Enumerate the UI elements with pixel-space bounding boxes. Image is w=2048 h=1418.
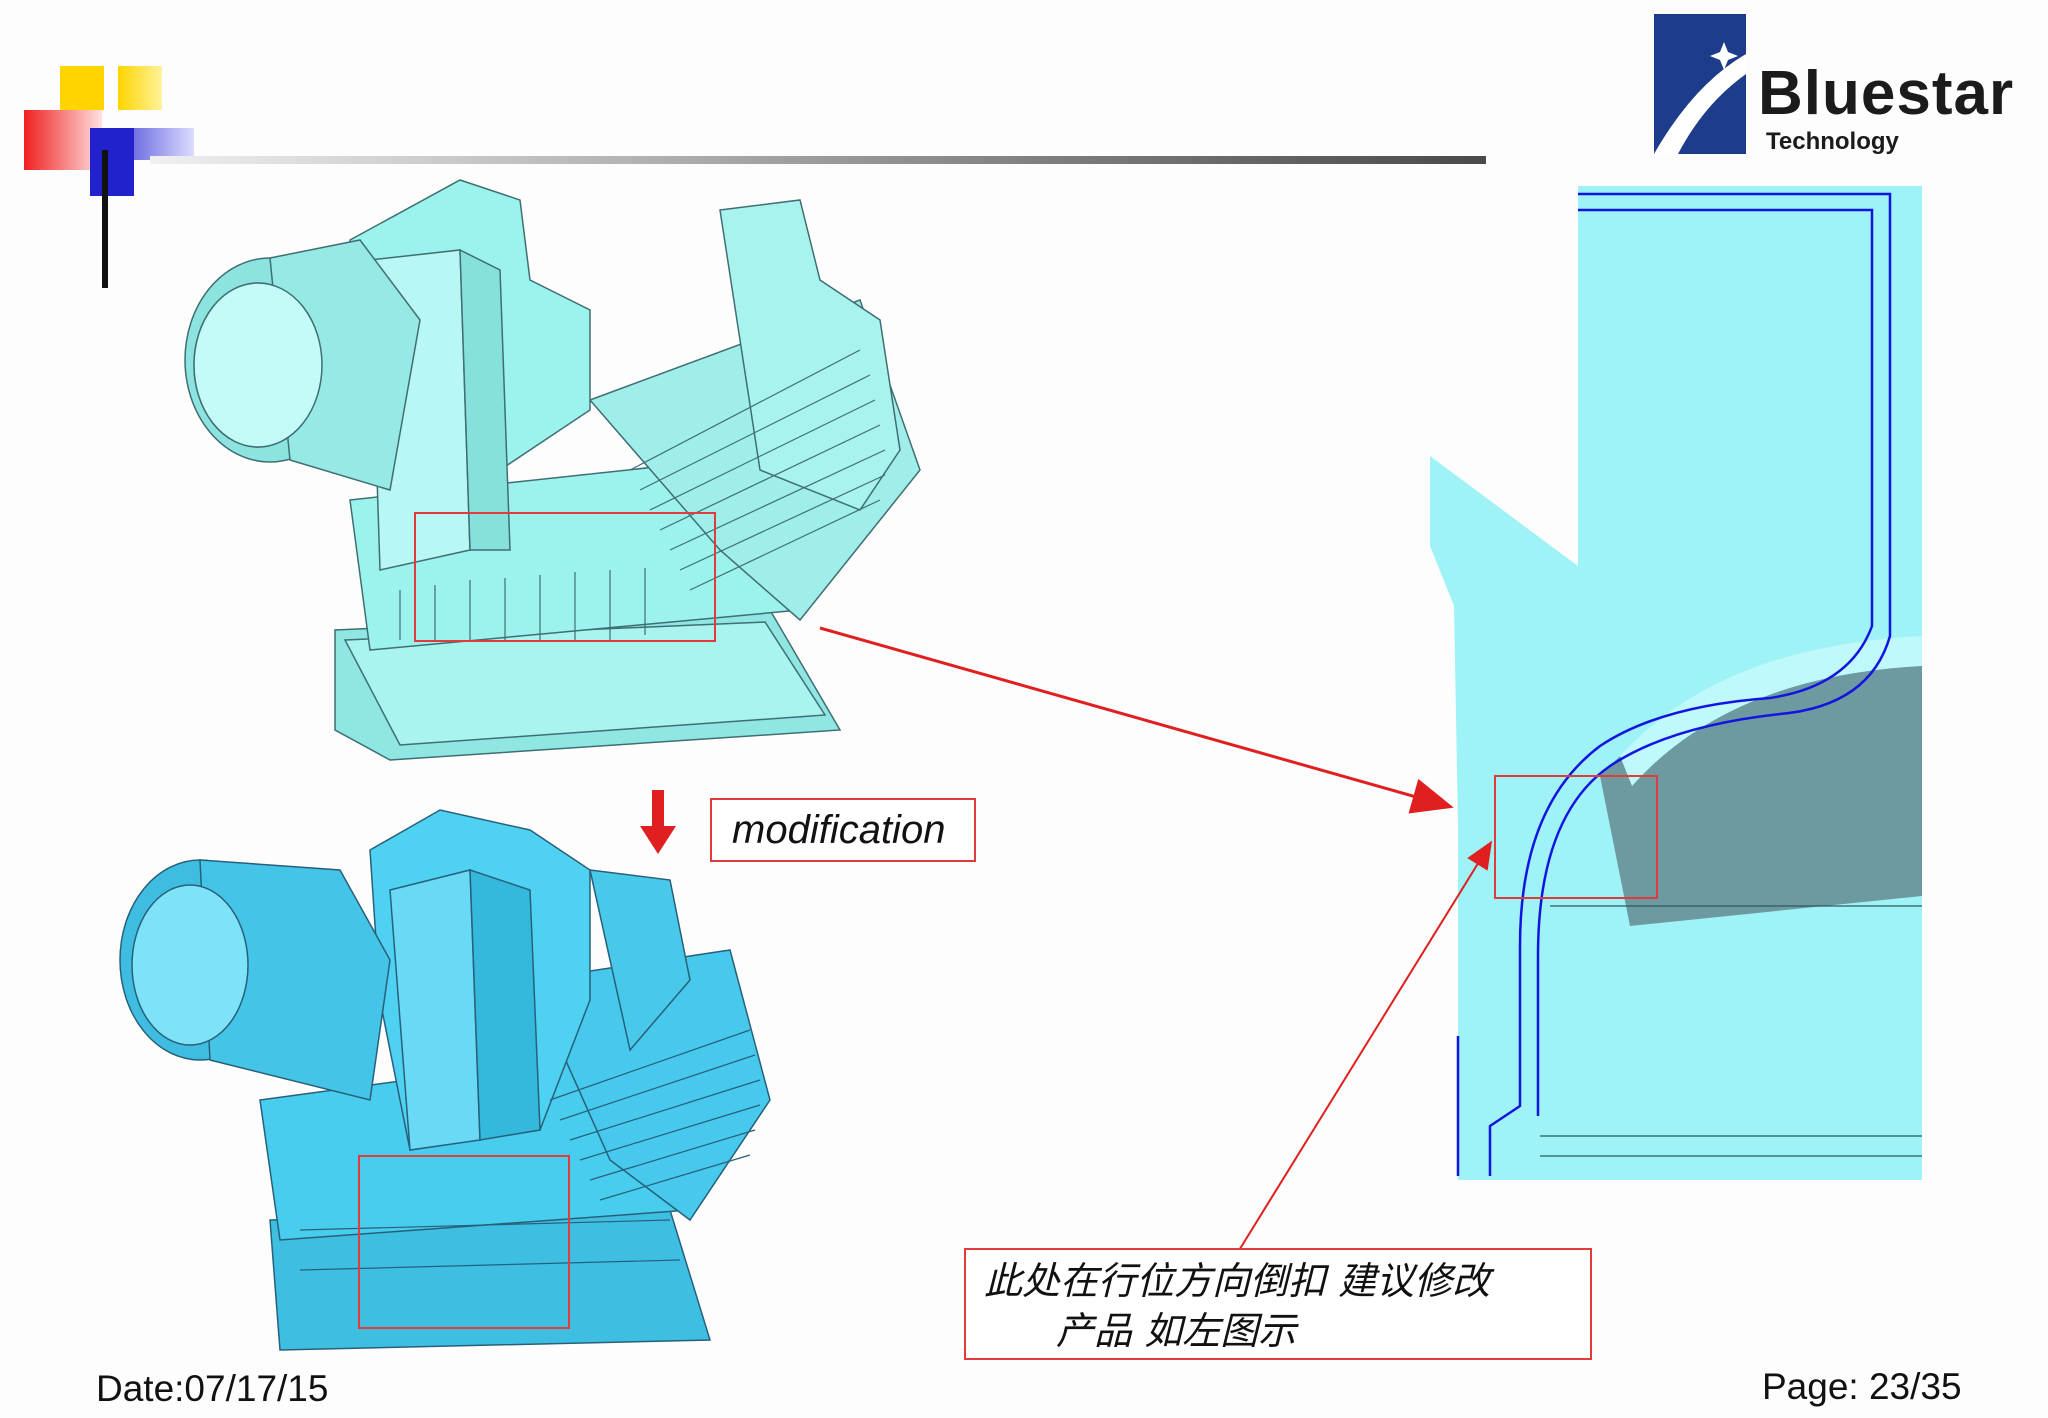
bluestar-logo: Bluestar Technology [1650, 14, 2048, 155]
modification-label: modification [732, 808, 946, 852]
footer-date: Date:07/17/15 [96, 1368, 329, 1409]
highlight-box-after [358, 1155, 570, 1329]
section-view-image [1370, 186, 1922, 1180]
part-before-image [160, 170, 950, 770]
header-rule [150, 156, 1486, 164]
footer-page: Page: 23/35 [1762, 1366, 1962, 1407]
note-line-1: 此处在行位方向倒扣 建议修改 [984, 1259, 1491, 1303]
modification-label-box: modification [710, 798, 976, 862]
note-callout: 此处在行位方向倒扣 建议修改 产品 如左图示 [964, 1248, 1592, 1360]
highlight-box-before [414, 512, 716, 642]
header-decoration [0, 0, 220, 300]
arrow-to-section [819, 626, 1454, 814]
highlight-box-section [1494, 775, 1658, 899]
logo-mark-icon [1654, 14, 1746, 154]
logo-brand: Bluestar [1758, 59, 2015, 128]
logo-tagline: Technology [1766, 128, 1899, 155]
down-arrow-icon [640, 790, 676, 854]
part-after-image [110, 800, 790, 1360]
arrow-from-note [1237, 840, 1493, 1253]
note-line-2: 产品 如左图示 [1056, 1309, 1297, 1353]
